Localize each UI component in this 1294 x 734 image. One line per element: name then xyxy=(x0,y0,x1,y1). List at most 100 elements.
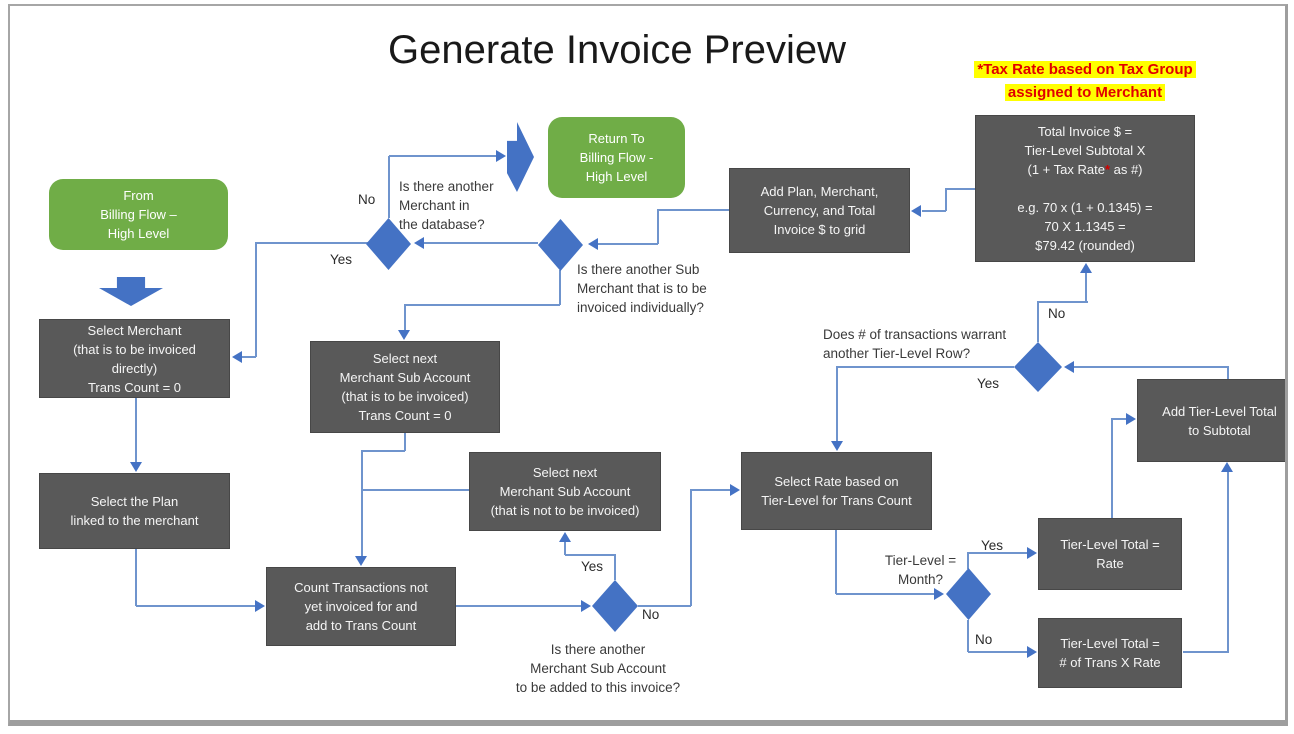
slide-margin-mask xyxy=(1288,0,1294,734)
arrowhead xyxy=(730,484,740,496)
arrowhead xyxy=(130,462,142,472)
connector xyxy=(1038,301,1088,303)
question-another-sub-account: Is there another Merchant Sub Account to… xyxy=(515,642,681,695)
question-transactions-warrant: Does # of transactions warrant another T… xyxy=(823,327,1007,361)
connector xyxy=(946,188,975,190)
step-select-plan: Select the Plan linked to the merchant xyxy=(39,473,230,549)
step-tier-total-rate: Tier-Level Total = Rate xyxy=(1038,518,1182,590)
arrowhead xyxy=(1027,646,1037,658)
arrowhead xyxy=(911,205,921,217)
label-yes-another-sub-account: Yes xyxy=(581,559,604,574)
connector xyxy=(968,552,1028,554)
arrowhead xyxy=(355,556,367,566)
connector xyxy=(361,450,405,452)
connector xyxy=(614,554,616,580)
connector xyxy=(1037,301,1039,342)
decision-transactions-warrant xyxy=(1014,342,1062,392)
connector xyxy=(136,605,257,607)
connector xyxy=(836,366,838,442)
connector xyxy=(255,242,257,357)
step-select-next-sub-invoiced: Select next Merchant Sub Account (that i… xyxy=(310,341,500,433)
connector xyxy=(1183,651,1229,653)
arrowhead xyxy=(1221,462,1233,472)
step-select-rate: Select Rate based on Tier-Level for Tran… xyxy=(741,452,932,530)
arrowhead xyxy=(255,600,265,612)
arrowhead xyxy=(934,588,944,600)
label-yes-transactions-warrant: Yes xyxy=(977,376,1000,391)
node-from-billing-flow: From Billing Flow – High Level xyxy=(49,179,228,250)
tax-rate-note: *Tax Rate based on Tax Group assigned to… xyxy=(955,58,1215,104)
connector xyxy=(559,270,561,305)
step-add-tier-total-to-subtotal: Add Tier-Level Total to Subtotal xyxy=(1137,379,1294,462)
connector xyxy=(595,243,658,245)
arrowhead xyxy=(588,238,598,250)
connector xyxy=(404,304,560,306)
connector xyxy=(1085,272,1087,302)
label-yes-tier-month: Yes xyxy=(981,538,1004,553)
connector xyxy=(968,651,1028,653)
connector xyxy=(388,156,390,218)
decision-another-sub-account xyxy=(592,580,638,632)
node-return-billing-flow: Return To Billing Flow - High Level xyxy=(548,117,685,198)
connector xyxy=(1112,418,1127,420)
connector xyxy=(240,356,256,358)
label-no-another-sub-account: No xyxy=(642,607,660,622)
step-select-next-sub-not-invoiced: Select next Merchant Sub Account (that i… xyxy=(469,452,661,531)
tax-rate-note-line1: *Tax Rate based on Tax Group xyxy=(974,61,1196,78)
question-another-merchant: Is there another Merchant in the databas… xyxy=(399,179,494,232)
down-block-arrow-icon xyxy=(99,277,163,306)
connector xyxy=(404,304,406,331)
connector xyxy=(837,366,1014,368)
step-total-invoice-formula: Total Invoice $ = Tier-Level Subtotal X … xyxy=(975,115,1195,262)
connector xyxy=(456,605,583,607)
connector xyxy=(836,593,935,595)
arrowhead xyxy=(414,237,424,249)
connector xyxy=(945,188,947,211)
connector xyxy=(135,549,137,606)
arrowhead xyxy=(1126,413,1136,425)
connector xyxy=(389,155,500,157)
arrowhead xyxy=(1080,263,1092,273)
connector xyxy=(420,242,538,244)
connector xyxy=(404,433,406,451)
connector xyxy=(922,210,946,212)
arrowhead xyxy=(398,330,410,340)
connector xyxy=(657,209,729,211)
arrowhead xyxy=(831,441,843,451)
arrowhead xyxy=(232,351,242,363)
step-add-plan-to-grid: Add Plan, Merchant, Currency, and Total … xyxy=(729,168,910,253)
arrowhead xyxy=(559,532,571,542)
connector xyxy=(1074,366,1229,368)
connector xyxy=(361,450,363,557)
right-block-arrow-icon xyxy=(507,122,534,192)
arrowhead xyxy=(1064,361,1074,373)
red-asterisk: * xyxy=(1104,162,1110,177)
connector xyxy=(135,398,137,463)
connector xyxy=(564,541,566,555)
connector xyxy=(1227,366,1229,379)
page-title: Generate Invoice Preview xyxy=(387,28,846,72)
arrowhead xyxy=(496,150,506,162)
arrowhead xyxy=(1027,547,1037,559)
step-select-merchant: Select Merchant (that is to be invoiced … xyxy=(39,319,230,398)
label-no-tier-month: No xyxy=(975,632,993,647)
label-no-another-merchant: No xyxy=(358,192,376,207)
label-yes-another-merchant: Yes xyxy=(330,252,353,267)
question-another-sub-individual: Is there another Sub Merchant that is to… xyxy=(577,262,707,315)
connector xyxy=(835,530,837,594)
step-tier-total-trans-x-rate: Tier-Level Total = # of Trans X Rate xyxy=(1038,618,1182,688)
connector xyxy=(657,209,659,244)
connector xyxy=(361,489,469,491)
connector xyxy=(638,605,691,607)
step-count-transactions: Count Transactions not yet invoiced for … xyxy=(266,567,456,646)
connector xyxy=(690,489,692,606)
connector xyxy=(690,489,731,491)
tax-rate-note-line2: assigned to Merchant xyxy=(1004,84,1166,101)
connector xyxy=(1227,471,1229,652)
connector xyxy=(967,620,969,652)
question-tier-level-month: Tier-Level = Month? xyxy=(884,553,957,587)
connector xyxy=(255,242,368,244)
label-no-transactions-warrant: No xyxy=(1048,306,1066,321)
arrowhead xyxy=(581,600,591,612)
connector xyxy=(967,552,969,569)
